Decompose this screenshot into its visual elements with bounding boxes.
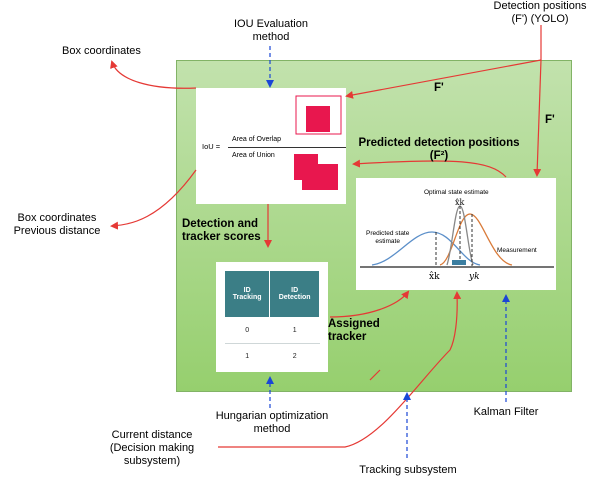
- iou-denominator: Area of Union: [232, 152, 275, 159]
- kalman-xhat-top: x̂k: [455, 198, 465, 207]
- kalman-filter-label: Kalman Filter: [473, 406, 539, 418]
- iou-squares-icon: [294, 95, 342, 190]
- current-distance-label: Current distance (Decision making subsys…: [109, 429, 195, 467]
- table-row: 0 1: [224, 317, 320, 344]
- table-cell: 0: [224, 317, 270, 344]
- kalman-xhat-bottom: x̂k: [429, 272, 440, 282]
- iou-fraction-line: [228, 147, 346, 148]
- predicted-positions-label: Predicted detection positions (F²): [358, 137, 520, 162]
- f1-right-label: F': [545, 114, 555, 126]
- iou-method-label: IOU Evaluation method: [234, 18, 308, 43]
- tracking-subsystem-label: Tracking subsystem: [359, 464, 457, 476]
- kalman-predicted-label: Predicted state estimate: [366, 230, 410, 245]
- table-cell: 1: [224, 343, 270, 369]
- box-coords-previous-label: Box coordinates Previous distance: [13, 212, 101, 237]
- red-arrows: [110, 25, 542, 448]
- assigned-tracker-label: Assigned tracker: [328, 318, 380, 343]
- table-cell: 1: [269, 317, 320, 344]
- detection-positions-label: Detection positions (F') (YOLO): [493, 0, 587, 25]
- table-row: 1 2: [224, 343, 320, 369]
- table-header-id-detection: ID Detection: [269, 270, 320, 318]
- box-coordinates-label: Box coordinates: [62, 45, 141, 57]
- tracking-table: ID Tracking ID Detection 0 1 1 2: [223, 270, 320, 369]
- table-cell: 2: [269, 343, 320, 369]
- kalman-measurement-label: Measurement: [497, 247, 537, 254]
- detection-scores-label: Detection and tracker scores: [182, 218, 261, 243]
- blue-arrows: [266, 46, 510, 458]
- kalman-yk: yk: [469, 272, 480, 282]
- f1-top-label: F': [434, 82, 444, 94]
- iou-panel: IoU = Area of Overlap Area of Union: [196, 88, 346, 204]
- kalman-optimal-label: Optimal state estimate: [424, 189, 489, 196]
- kalman-curves: [360, 205, 554, 268]
- hungarian-method-label: Hungarian optimization method: [215, 410, 329, 435]
- iou-prefix: IoU =: [202, 142, 221, 151]
- iou-numerator: Area of Overlap: [232, 136, 282, 143]
